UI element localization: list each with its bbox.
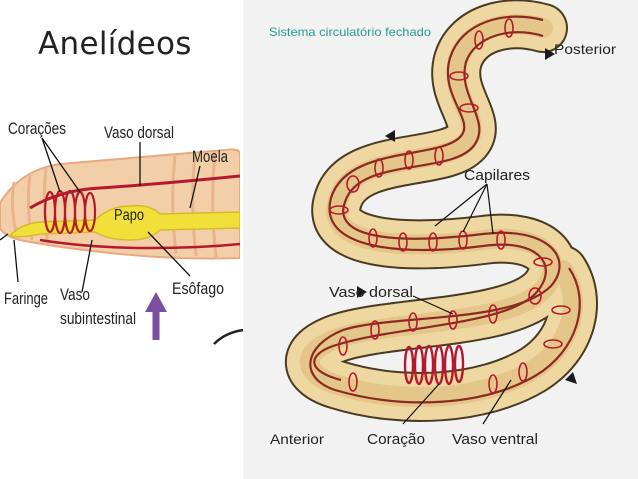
label-ventral-vessel: Vaso ventral <box>452 431 538 448</box>
label-esophagus: Esôfago <box>172 279 224 298</box>
capillary-loops <box>329 18 571 394</box>
slide-title: Anelídeos <box>38 26 192 62</box>
label-subintestinal-line1: Vaso <box>60 285 90 304</box>
label-dorsal-vessel: Vaso dorsal <box>104 123 174 142</box>
hearts <box>403 344 465 386</box>
diagram-title: Sistema circulatório fechado <box>269 25 431 39</box>
label-anterior: Anterior <box>270 431 324 447</box>
dorsal-vessel <box>313 15 547 382</box>
label-pharynx: Faringe <box>4 289 48 308</box>
label-hearts: Corações <box>8 119 66 138</box>
label-gizzard: Moela <box>192 147 228 166</box>
closed-circulatory-diagram: Sistema circulatório fechado Posterior C… <box>269 0 616 448</box>
subintestinal-vessel <box>39 238 240 250</box>
flow-arrows <box>357 48 577 384</box>
hearts <box>43 189 97 235</box>
worm-gut <box>299 14 583 407</box>
label-subintestinal-line2: subintestinal <box>60 309 136 328</box>
label-heart: Coração <box>367 431 425 448</box>
label-posterior: Posterior <box>554 41 616 57</box>
arc-fragment <box>213 328 245 345</box>
pointer-arrow <box>145 292 167 340</box>
ventral-vessel <box>309 31 581 404</box>
label-dorsal-vessel: Vaso dorsal <box>329 284 413 301</box>
label-crop: Papo <box>114 207 144 224</box>
leader-lines <box>0 137 201 293</box>
earthworm-anterior-diagram: Corações Vaso dorsal Moela Papo Faringe … <box>0 119 240 340</box>
label-capillaries: Capilares <box>464 167 530 184</box>
leader-lines <box>402 183 512 425</box>
closed-circulatory-panel: Sistema circulatório fechado Posterior C… <box>243 0 638 479</box>
